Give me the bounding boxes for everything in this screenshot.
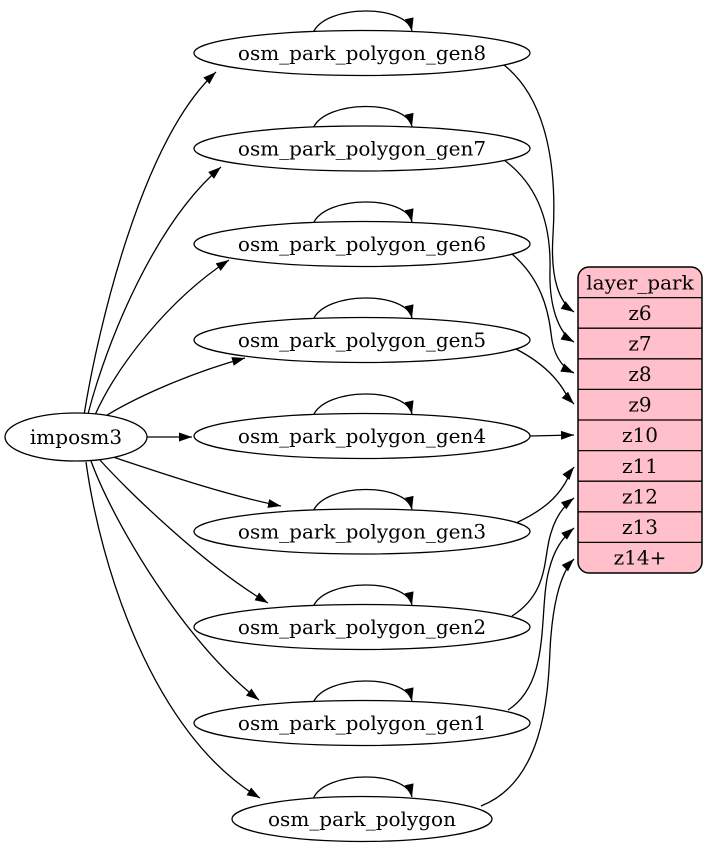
self-loop-osm_park_polygon_gen7 bbox=[312, 105, 414, 129]
layer-row-z9: z9 bbox=[628, 393, 651, 417]
edge-imposm3-to-osm_park_polygon_gen3 bbox=[109, 455, 282, 508]
self-loop-osm_park_polygon_gen2 bbox=[312, 584, 414, 608]
edges-to-layer bbox=[480, 64, 575, 807]
edge-imposm3-to-osm_park_polygon_gen1 bbox=[90, 460, 260, 701]
edge-osm_park_polygon_gen4-to-z10 bbox=[529, 430, 575, 440]
edge-osm_park_polygon_gen5-to-z9 bbox=[515, 348, 575, 405]
osm_park_polygon_gen2-label: osm_park_polygon_gen2 bbox=[238, 615, 486, 639]
self-loop-osm_park_polygon_gen8 bbox=[312, 10, 414, 34]
layer-row-z10: z10 bbox=[622, 423, 658, 447]
self-loop-osm_park_polygon bbox=[312, 776, 414, 800]
edge-imposm3-to-osm_park_polygon_gen8 bbox=[83, 71, 217, 416]
edge-imposm3-to-osm_park_polygon_gen7 bbox=[87, 166, 222, 415]
self-loop-osm_park_polygon_gen3 bbox=[312, 488, 414, 512]
layer-row-z12: z12 bbox=[622, 484, 658, 508]
node-osm_park_polygon_gen7: osm_park_polygon_gen7 bbox=[193, 125, 531, 172]
edge-osm_park_polygon_gen7-to-z7 bbox=[503, 159, 575, 343]
self-loop-edges bbox=[312, 10, 414, 800]
imposm3-label: imposm3 bbox=[30, 425, 122, 449]
edge-osm_park_polygon_gen3-to-z11 bbox=[515, 466, 575, 524]
node-osm_park_polygon_gen5: osm_park_polygon_gen5 bbox=[193, 316, 531, 364]
osm_park_polygon_gen1-ellipse bbox=[193, 699, 531, 747]
osm_park_polygon_gen5-ellipse bbox=[193, 316, 531, 364]
node-osm_park_polygon_gen3: osm_park_polygon_gen3 bbox=[193, 508, 531, 555]
edge-imposm3-to-osm_park_polygon_gen5 bbox=[103, 357, 246, 418]
osm_park_polygon-ellipse bbox=[231, 795, 493, 843]
layer-row-z14plus: z14+ bbox=[614, 546, 667, 570]
edges-from-source bbox=[83, 71, 282, 799]
layer-park-title: layer_park bbox=[586, 271, 694, 295]
layer-row-z6: z6 bbox=[628, 301, 651, 325]
self-loop-osm_park_polygon_gen1 bbox=[312, 680, 414, 704]
edge-osm_park_polygon_gen1-to-z13 bbox=[507, 527, 575, 711]
osm_park_polygon_gen7-label: osm_park_polygon_gen7 bbox=[238, 137, 486, 161]
osm_park_polygon_gen8-label: osm_park_polygon_gen8 bbox=[238, 41, 486, 65]
node-osm_park_polygon_gen8: osm_park_polygon_gen8 bbox=[193, 29, 531, 77]
node-osm_park_polygon_gen4: osm_park_polygon_gen4 bbox=[193, 412, 531, 460]
osm_park_polygon_gen6-label: osm_park_polygon_gen6 bbox=[238, 232, 486, 256]
node-imposm3: imposm3 bbox=[4, 412, 148, 462]
osm_park_polygon_gen7-ellipse bbox=[193, 125, 531, 172]
osm_park_polygon_gen3-ellipse bbox=[193, 508, 531, 555]
layer-row-z8: z8 bbox=[628, 362, 651, 386]
edge-osm_park_polygon_gen2-to-z12 bbox=[511, 497, 575, 617]
self-loop-osm_park_polygon_gen5 bbox=[312, 297, 414, 321]
layer-row-z13: z13 bbox=[622, 515, 658, 539]
osm_park_polygon_gen2-ellipse bbox=[193, 603, 531, 651]
osm_park_polygon_gen6-ellipse bbox=[193, 220, 531, 268]
edge-osm_park_polygon_gen8-to-z6 bbox=[503, 64, 575, 313]
layer-park-table: layer_park z6 z7 z8 z9 z10 z11 z12 z13 z… bbox=[577, 266, 703, 574]
node-osm_park_polygon_gen6: osm_park_polygon_gen6 bbox=[193, 220, 531, 268]
edge-osm_park_polygon_gen6-to-z8 bbox=[511, 253, 575, 374]
edge-imposm3-to-osm_park_polygon bbox=[85, 461, 261, 799]
node-osm_park_polygon: osm_park_polygon bbox=[231, 795, 493, 843]
node-osm_park_polygon_gen1: osm_park_polygon_gen1 bbox=[193, 699, 531, 747]
self-loop-osm_park_polygon_gen6 bbox=[312, 201, 414, 225]
osm_park_polygon_gen8-ellipse bbox=[193, 29, 531, 77]
edge-imposm3-to-osm_park_polygon_gen2 bbox=[98, 458, 269, 604]
edge-imposm3-to-osm_park_polygon_gen6 bbox=[94, 259, 230, 416]
osm_park_polygon_gen3-label: osm_park_polygon_gen3 bbox=[238, 520, 486, 544]
self-loop-osm_park_polygon_gen4 bbox=[312, 393, 414, 417]
layer-row-z11: z11 bbox=[622, 454, 658, 478]
layer-row-z7: z7 bbox=[628, 332, 651, 356]
osm_park_polygon_gen5-label: osm_park_polygon_gen5 bbox=[238, 328, 486, 352]
osm_park_polygon-label: osm_park_polygon bbox=[268, 807, 456, 831]
node-osm_park_polygon_gen2: osm_park_polygon_gen2 bbox=[193, 603, 531, 651]
osm_park_polygon_gen4-ellipse bbox=[193, 412, 531, 460]
edge-osm_park_polygon-to-z14plus bbox=[480, 558, 575, 807]
osm_park_polygon_gen1-label: osm_park_polygon_gen1 bbox=[238, 711, 486, 735]
imposm3-ellipse bbox=[4, 412, 148, 462]
osm_park_polygon_gen4-label: osm_park_polygon_gen4 bbox=[238, 424, 486, 448]
